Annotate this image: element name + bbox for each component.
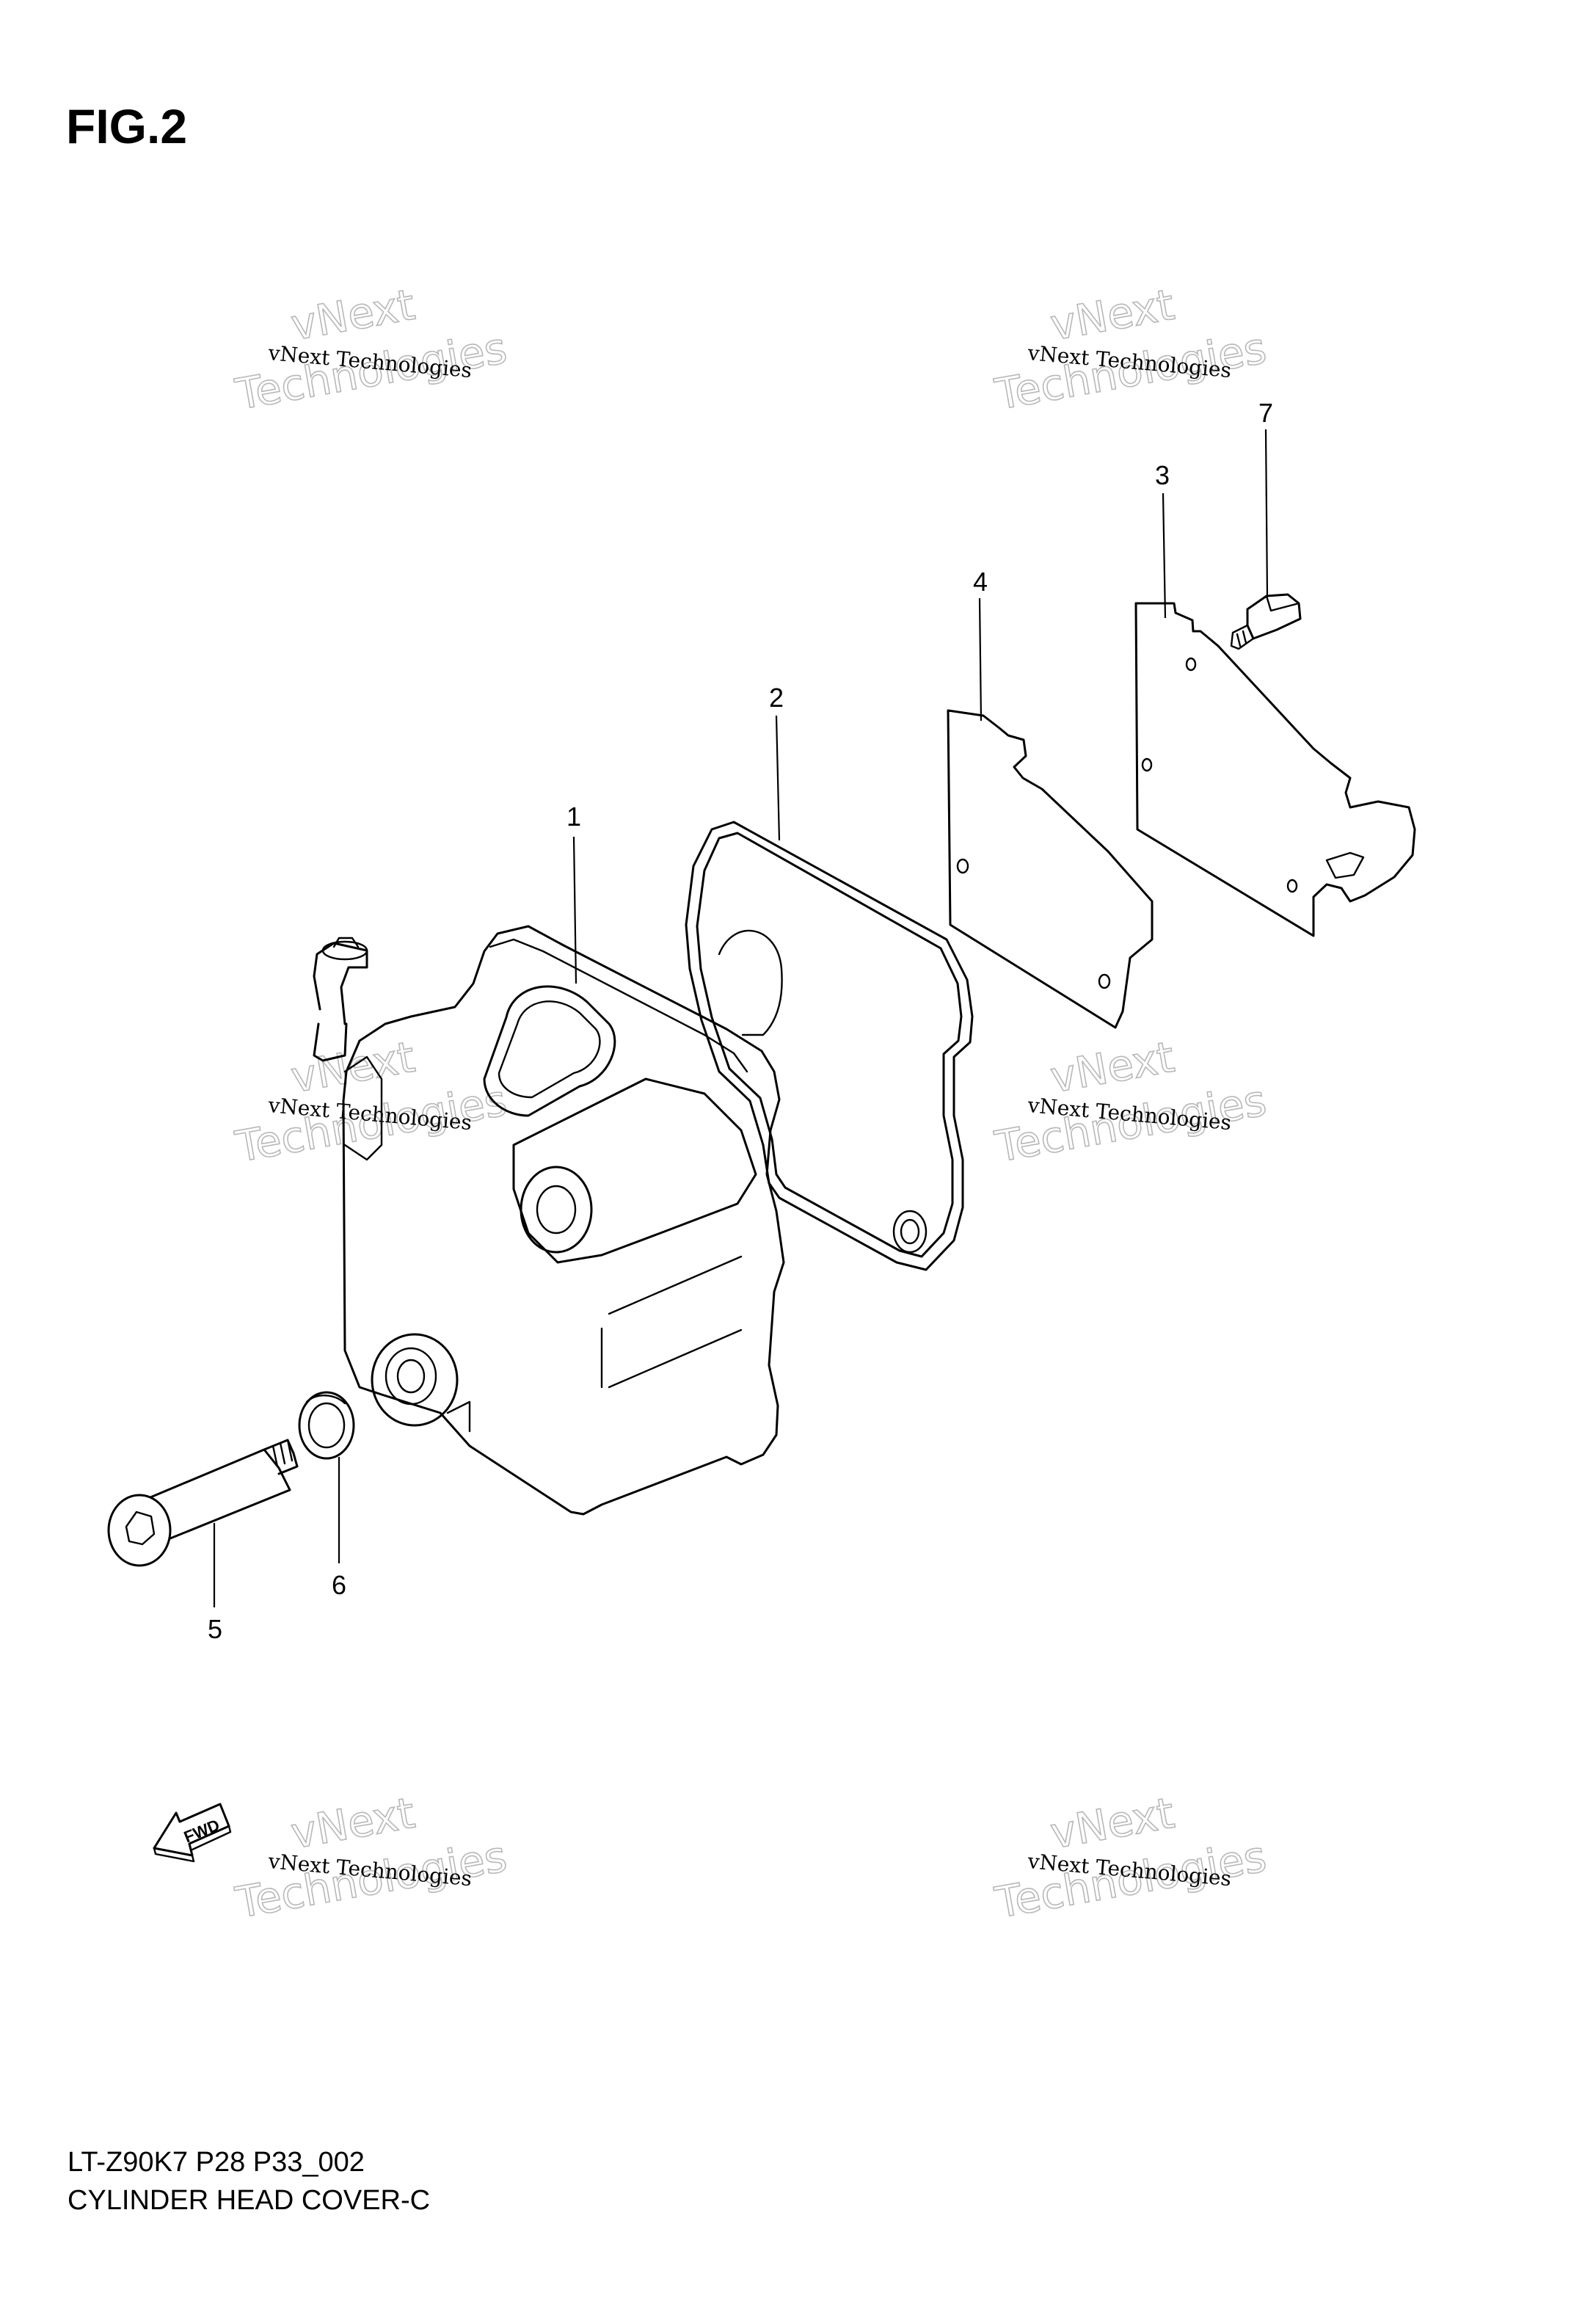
part-6-washer: [298, 1391, 355, 1460]
leader-4: [978, 597, 983, 721]
callout-7: 7: [1258, 398, 1273, 428]
callout-5: 5: [208, 1614, 222, 1644]
part-2-gasket: [685, 821, 974, 1271]
watermark-5: vNext Technologies vNext Technologies: [231, 1787, 511, 1929]
watermark-3: vNext Technologies vNext Technologies: [231, 1031, 511, 1173]
callout-2: 2: [769, 683, 784, 713]
diagram-caption: CYLINDER HEAD COVER-C: [68, 2185, 430, 2216]
watermark-big-top: vNext: [288, 280, 419, 350]
callout-1: 1: [566, 801, 581, 832]
leader-2: [775, 715, 781, 841]
part-3-plate: [1134, 602, 1416, 937]
callout-3: 3: [1155, 460, 1170, 490]
part-1-head-cover: [313, 925, 785, 1516]
model-code: LT-Z90K7 P28 P33_002: [68, 2147, 365, 2178]
watermark-6: vNext Technologies vNext Technologies: [991, 1787, 1270, 1929]
leader-1: [572, 836, 577, 984]
watermark-big-top: vNext: [1047, 1032, 1178, 1102]
callout-6: 6: [332, 1570, 346, 1600]
part-5-bolt: [107, 1439, 299, 1567]
fwd-arrow-icon: FWD: [153, 1803, 232, 1863]
leader-3: [1162, 492, 1167, 619]
watermark-4: vNext Technologies vNext Technologies: [991, 1031, 1270, 1173]
callout-4: 4: [973, 567, 988, 597]
watermark-2: vNext Technologies vNext Technologies: [991, 279, 1270, 421]
watermark-big-top: vNext: [1047, 280, 1178, 350]
watermark-big-top: vNext: [1047, 1788, 1178, 1858]
watermark-big-top: vNext: [288, 1788, 419, 1858]
part-7-bolt: [1230, 593, 1302, 650]
watermark-1: vNext Technologies vNext Technologies: [231, 279, 511, 421]
part-4-gasket-plate: [947, 709, 1154, 1029]
leader-7: [1264, 429, 1269, 597]
figure-title: FIG.2: [66, 99, 187, 153]
